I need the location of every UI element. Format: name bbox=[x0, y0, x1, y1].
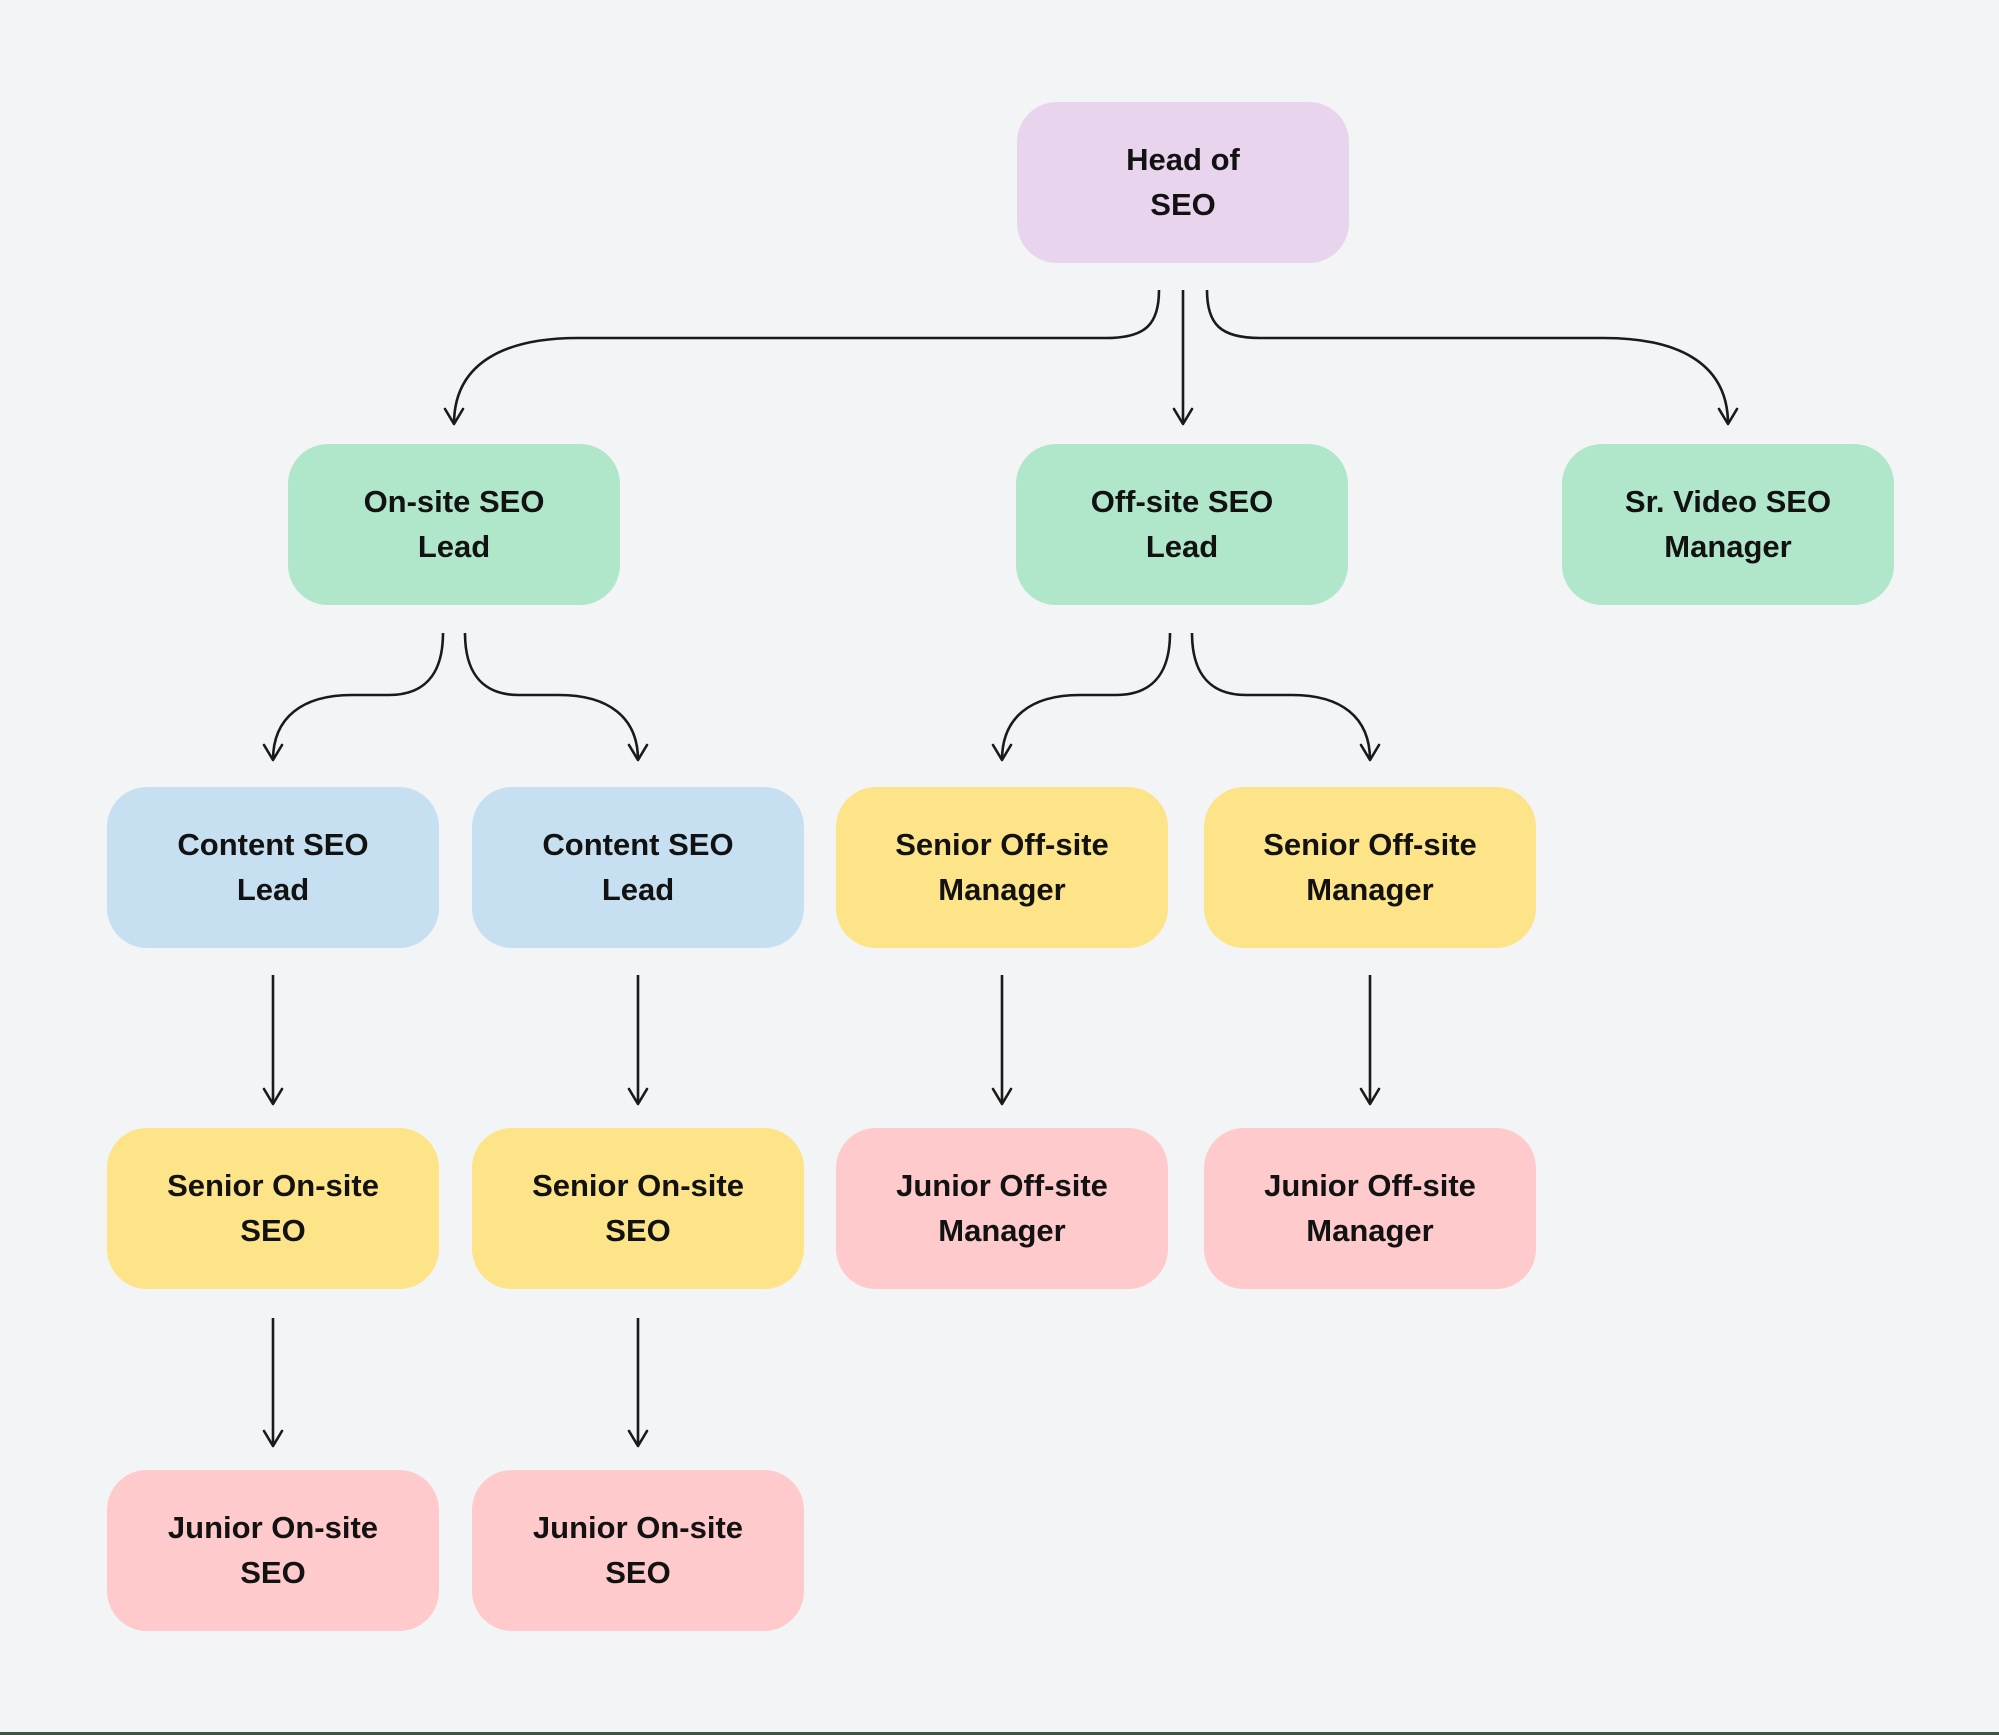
label-line: SEO bbox=[605, 1554, 671, 1590]
node-content-seo-lead-2: Content SEO Lead bbox=[472, 787, 804, 948]
label-line: Manager bbox=[938, 871, 1066, 907]
label-line: Content SEO bbox=[542, 827, 734, 863]
edge-head-to-onsite-lead bbox=[452, 289, 1161, 425]
node-label: Junior On-site SEO bbox=[168, 1506, 378, 1594]
edge-offsite-to-senior-off-2 bbox=[1190, 632, 1372, 761]
label-line: Senior Off-site bbox=[1263, 827, 1477, 863]
label-line: Manager bbox=[938, 1212, 1066, 1248]
node-label: Junior Off-site Manager bbox=[896, 1164, 1108, 1252]
label-line: Senior Off-site bbox=[895, 827, 1109, 863]
label-line: Junior Off-site bbox=[896, 1168, 1108, 1204]
arrowhead-onsite-lead bbox=[443, 407, 465, 426]
arrowhead-senior-off-1 bbox=[991, 743, 1013, 762]
node-label: Content SEO Lead bbox=[177, 823, 368, 911]
node-label: Sr. Video SEO Manager bbox=[1625, 480, 1831, 568]
node-label: Junior Off-site Manager bbox=[1264, 1164, 1476, 1252]
label-line: Lead bbox=[236, 871, 310, 907]
node-label: Head of SEO bbox=[1126, 138, 1240, 226]
label-line: Sr. Video SEO bbox=[1624, 484, 1832, 520]
node-label: Senior On-site SEO bbox=[532, 1164, 744, 1252]
arrowhead-senior-on-2 bbox=[627, 1087, 649, 1106]
arrowhead-junior-on-1 bbox=[262, 1429, 284, 1448]
label-line: Junior Off-site bbox=[1264, 1168, 1476, 1204]
label-line: On-site SEO bbox=[363, 484, 545, 520]
node-senior-onsite-seo-1: Senior On-site SEO bbox=[107, 1128, 439, 1289]
node-onsite-seo-lead: On-site SEO Lead bbox=[288, 444, 620, 605]
arrowhead-content-1 bbox=[262, 743, 284, 762]
node-junior-offsite-manager-2: Junior Off-site Manager bbox=[1204, 1128, 1536, 1289]
label-line: Manager bbox=[1306, 1212, 1434, 1248]
label-line: Junior On-site bbox=[167, 1510, 379, 1546]
label-line: Lead bbox=[601, 871, 675, 907]
node-label: Senior Off-site Manager bbox=[1263, 823, 1477, 911]
label-line: Junior On-site bbox=[532, 1510, 744, 1546]
node-junior-onsite-seo-2: Junior On-site SEO bbox=[472, 1470, 804, 1631]
label-line: Head of bbox=[1126, 142, 1240, 178]
label-line: SEO bbox=[605, 1212, 671, 1248]
edge-head-to-video-manager bbox=[1205, 289, 1730, 425]
node-label: Senior On-site SEO bbox=[167, 1164, 379, 1252]
label-line: SEO bbox=[1150, 186, 1216, 222]
node-senior-offsite-manager-1: Senior Off-site Manager bbox=[836, 787, 1168, 948]
arrowhead-junior-on-2 bbox=[627, 1429, 649, 1448]
bottom-border-line bbox=[0, 1732, 1999, 1735]
label-line: Senior On-site bbox=[167, 1168, 379, 1204]
label-line: Lead bbox=[417, 528, 491, 564]
edge-onsite-to-content-1 bbox=[271, 632, 445, 761]
label-line: Lead bbox=[1145, 528, 1219, 564]
arrowhead-senior-on-1 bbox=[262, 1087, 284, 1106]
edge-offsite-to-senior-off-1 bbox=[1000, 632, 1172, 761]
arrowhead-content-2 bbox=[627, 743, 649, 762]
label-line: Manager bbox=[1306, 871, 1434, 907]
arrowhead-offsite-lead bbox=[1172, 407, 1194, 426]
node-senior-onsite-seo-2: Senior On-site SEO bbox=[472, 1128, 804, 1289]
label-line: Off-site SEO bbox=[1090, 484, 1274, 520]
node-content-seo-lead-1: Content SEO Lead bbox=[107, 787, 439, 948]
node-label: Content SEO Lead bbox=[542, 823, 733, 911]
node-sr-video-seo-manager: Sr. Video SEO Manager bbox=[1562, 444, 1894, 605]
node-label: On-site SEO Lead bbox=[364, 480, 545, 568]
node-junior-offsite-manager-1: Junior Off-site Manager bbox=[836, 1128, 1168, 1289]
edge-onsite-to-content-2 bbox=[463, 632, 640, 761]
node-label: Senior Off-site Manager bbox=[895, 823, 1109, 911]
node-junior-onsite-seo-1: Junior On-site SEO bbox=[107, 1470, 439, 1631]
arrowhead-junior-off-1 bbox=[991, 1087, 1013, 1106]
node-head-of-seo: Head of SEO bbox=[1017, 102, 1349, 263]
label-line: SEO bbox=[240, 1554, 306, 1590]
label-line: SEO bbox=[240, 1212, 306, 1248]
label-line: Senior On-site bbox=[532, 1168, 744, 1204]
node-label: Off-site SEO Lead bbox=[1091, 480, 1274, 568]
arrowhead-video-manager bbox=[1717, 407, 1739, 426]
arrowhead-junior-off-2 bbox=[1359, 1087, 1381, 1106]
node-senior-offsite-manager-2: Senior Off-site Manager bbox=[1204, 787, 1536, 948]
label-line: Content SEO bbox=[177, 827, 369, 863]
node-offsite-seo-lead: Off-site SEO Lead bbox=[1016, 444, 1348, 605]
arrowhead-senior-off-2 bbox=[1359, 743, 1381, 762]
node-label: Junior On-site SEO bbox=[533, 1506, 743, 1594]
label-line: Manager bbox=[1664, 528, 1792, 564]
